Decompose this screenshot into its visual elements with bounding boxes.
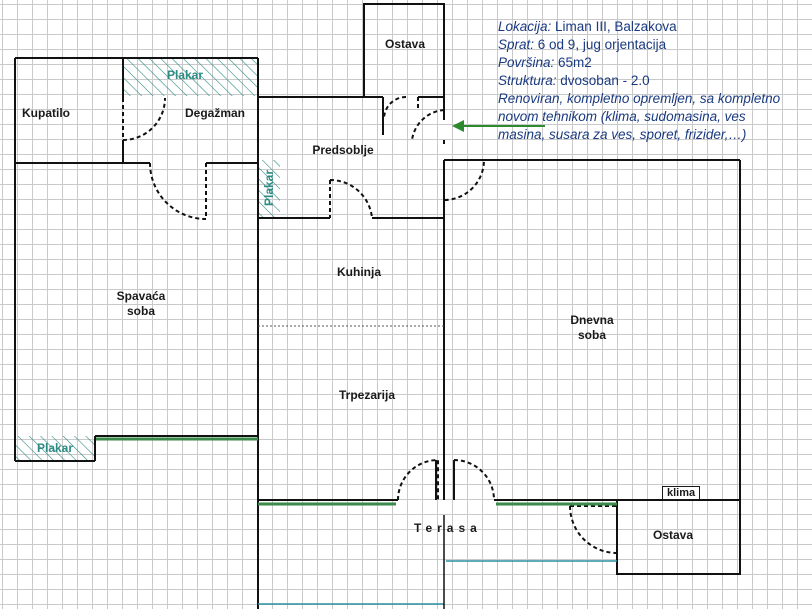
- plakar-top-area: [124, 58, 257, 96]
- info-struktura: Struktura: dvosoban - 2.0: [498, 72, 810, 90]
- info-sprat-key: Sprat:: [498, 37, 535, 52]
- door-ostava-top: [382, 96, 419, 135]
- room-kupatilo: Kupatilo: [22, 106, 70, 120]
- info-sprat: Sprat: 6 od 9, jug orjentacija: [498, 36, 810, 54]
- walls: [14, 3, 741, 609]
- plakar-top-label: Plakar: [167, 68, 204, 82]
- info-lokacija-value: Liman III, Balzakova: [551, 19, 677, 34]
- door-kuhinja: [329, 178, 373, 219]
- door-terasa-left: [397, 458, 439, 501]
- room-dnevna-line2: soba: [577, 328, 606, 342]
- info-struktura-value: dvosoban - 2.0: [556, 73, 650, 88]
- info-description-line3: masina, susara za ves, sporet, frizider,…: [498, 127, 747, 142]
- info-sprat-value: 6 od 9, jug orjentacija: [534, 37, 667, 52]
- info-description-line1: Renoviran, kompletno opremljen, sa kompl…: [498, 91, 781, 106]
- room-kuhinja: Kuhinja: [337, 265, 381, 279]
- door-spavaca: [149, 162, 207, 220]
- plakar-predsoblje-label: Plakar: [262, 169, 276, 206]
- plakar-spavaca-label: Plakar: [37, 441, 74, 455]
- door-ostava-bottom: [569, 505, 618, 554]
- room-spavaca-line1: Spavaća: [116, 289, 166, 303]
- doors: [122, 96, 618, 554]
- room-dnevna-line1: Dnevna: [570, 313, 614, 327]
- room-degazman: Degažman: [184, 106, 246, 120]
- door-kupatilo: [122, 97, 166, 141]
- room-ostava-top: Ostava: [384, 37, 426, 51]
- info-povrsina-value: 65m2: [554, 55, 592, 70]
- room-predsoblje: Predsoblje: [312, 143, 374, 157]
- room-spavaca-line2: soba: [126, 304, 155, 318]
- info-lokacija: Lokacija: Liman III, Balzakova: [498, 18, 810, 36]
- door-terasa-right: [453, 459, 495, 501]
- room-trpezarija: Trpezarija: [338, 388, 396, 402]
- door-dnevna: [443, 159, 486, 201]
- info-struktura-key: Struktura:: [498, 73, 557, 88]
- apartment-info: Lokacija: Liman III, Balzakova Sprat: 6 …: [498, 18, 810, 144]
- info-description-line2: novom tehnikom (klima, sudomasina, ves: [498, 109, 746, 124]
- info-lokacija-key: Lokacija:: [498, 19, 552, 34]
- plakar-predsoblje-area: [258, 160, 280, 218]
- room-terasa: Terasa: [414, 521, 482, 535]
- door-entrance: [411, 109, 445, 145]
- room-ostava-bottom: Ostava: [652, 528, 694, 542]
- windows: [96, 437, 617, 609]
- plakar-spavaca-area: [16, 436, 94, 461]
- entrance-arrow: [452, 120, 545, 132]
- info-povrsina: Površina: 65m2: [498, 54, 810, 72]
- klima-label: klima: [662, 486, 701, 500]
- info-povrsina-key: Površina:: [498, 55, 555, 70]
